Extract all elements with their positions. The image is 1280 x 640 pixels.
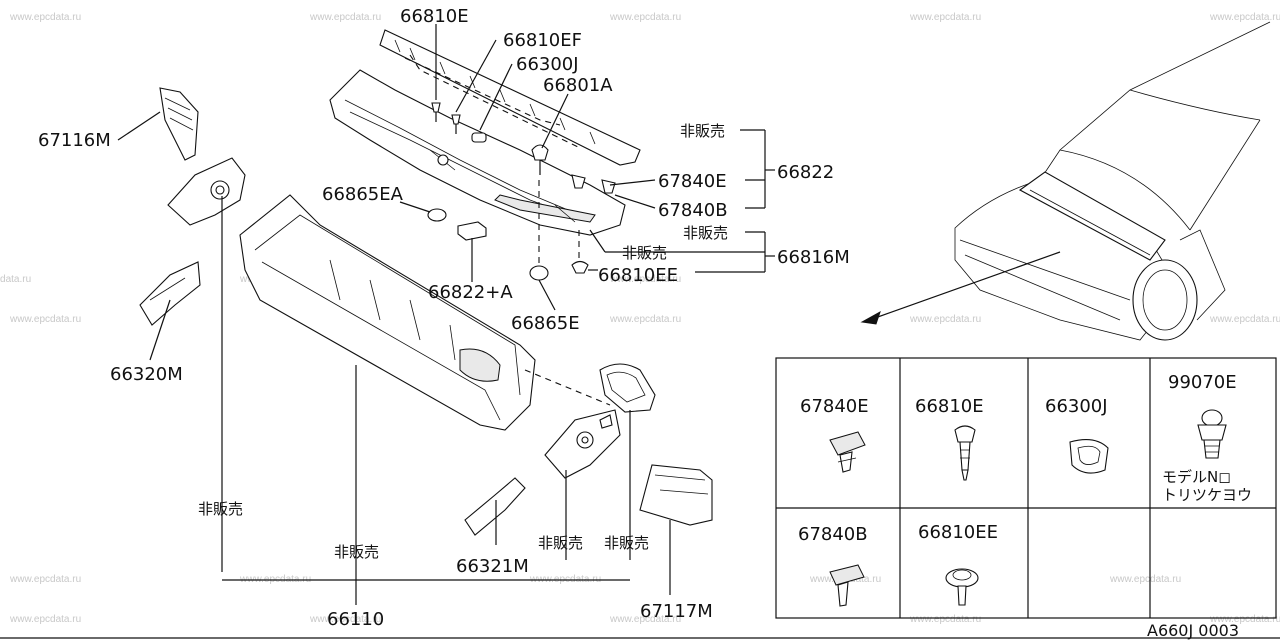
grommet-66300J-icon — [1069, 439, 1109, 474]
left-hinge-bracket-drawing — [167, 157, 246, 572]
watermark: www.epcdata.ru — [609, 12, 681, 23]
clip-67840E-icon — [829, 431, 866, 473]
label-66320M: 66320M — [110, 364, 183, 385]
right-hinge-bracket-drawing — [544, 409, 621, 479]
label-not-for-sale: 非販売 — [604, 534, 649, 552]
legend-note-line2: トリツケヨウ — [1162, 486, 1252, 504]
watermark: www.epcdata.ru — [1209, 12, 1280, 23]
label-not-for-sale: 非販売 — [683, 224, 728, 242]
label-66810EF: 66810EF — [503, 30, 582, 51]
watermark: www.epcdata.ru — [609, 614, 681, 625]
label-66865EA: 66865EA — [322, 184, 404, 205]
part-labels: 66810E 66810EF 66300J 66801A 67116M 6686… — [38, 6, 850, 630]
small-parts-mid-drawing — [427, 180, 589, 281]
legend-code-66810EE: 66810EE — [918, 522, 998, 543]
clip-67840B-icon — [829, 564, 865, 607]
diagram-code: A660J 0003 — [1147, 621, 1239, 640]
label-66321M: 66321M — [456, 556, 529, 577]
label-not-for-sale: 非販売 — [538, 534, 583, 552]
label-66110: 66110 — [327, 609, 384, 630]
legend-note-line1: モデルN◻ — [1162, 468, 1231, 486]
car-outline-drawing — [860, 21, 1271, 341]
leader-lines — [117, 24, 775, 605]
watermark: www.epcdata.ru — [1109, 574, 1181, 585]
right-upper-bracket-drawing — [639, 464, 713, 526]
label-67840E: 67840E — [658, 171, 727, 192]
legend-code-99070E: 99070E — [1168, 372, 1237, 393]
watermark: www.epcdata.ru — [9, 574, 81, 585]
label-67840B: 67840B — [658, 200, 728, 221]
label-66822: 66822 — [777, 162, 834, 183]
watermark: www.epcdata.ru — [1209, 614, 1280, 625]
label-66822A: 66822+A — [428, 282, 513, 303]
watermark: www.epcdata.ru — [9, 314, 81, 325]
watermark: www.epcdata.ru — [309, 12, 381, 23]
watermark: www.epcdata.ru — [909, 314, 981, 325]
label-66801A: 66801A — [543, 75, 613, 96]
label-not-for-sale: 非販売 — [334, 543, 379, 561]
label-67116M: 67116M — [38, 130, 111, 151]
label-66810E: 66810E — [400, 6, 469, 27]
watermark: www.epcdata.ru — [609, 314, 681, 325]
label-66865E: 66865E — [511, 313, 580, 334]
watermark: www.epcdata.ru — [309, 614, 381, 625]
watermark: www.epcdata.ru — [609, 274, 681, 285]
watermark: www.epcdata.ru — [0, 274, 31, 285]
watermark: www.epcdata.ru — [1209, 314, 1280, 325]
left-lower-bracket-drawing — [139, 261, 201, 326]
left-upper-bracket-drawing — [159, 87, 199, 161]
cowl-top-panel-drawing — [329, 69, 626, 236]
label-not-for-sale: 非販売 — [680, 122, 725, 140]
watermark: www.epcdata.ru — [9, 614, 81, 625]
right-end-cap-drawing — [599, 363, 656, 413]
label-66816M: 66816M — [777, 247, 850, 268]
label-not-for-sale: 非販売 — [198, 500, 243, 518]
main-cowl-panel-drawing — [239, 194, 611, 431]
legend-code-66810E: 66810E — [915, 396, 984, 417]
watermark: www.epcdata.ru — [909, 12, 981, 23]
label-66810EE: 66810EE — [598, 265, 678, 286]
legend-table: 67840E 66810E 66300J 99070E モデルN◻ トリツケヨウ… — [775, 357, 1277, 619]
label-66300J: 66300J — [516, 54, 579, 75]
legend-code-67840E: 67840E — [800, 396, 869, 417]
clip-99070E-icon — [1197, 409, 1227, 459]
label-not-for-sale: 非販売 — [622, 244, 667, 262]
watermark: www.epcdata.ru — [909, 614, 981, 625]
top-clips-drawing — [431, 102, 616, 194]
cowl-grille-strip-drawing — [379, 29, 641, 166]
label-67117M: 67117M — [640, 601, 713, 622]
clip-66810E-icon — [954, 425, 976, 481]
clip-66810EE-icon — [945, 568, 979, 606]
watermark: www.epcdata.ru — [9, 12, 81, 23]
legend-code-67840B: 67840B — [798, 524, 868, 545]
legend-code-66300J: 66300J — [1045, 396, 1108, 417]
right-lower-bracket-drawing — [464, 477, 526, 536]
